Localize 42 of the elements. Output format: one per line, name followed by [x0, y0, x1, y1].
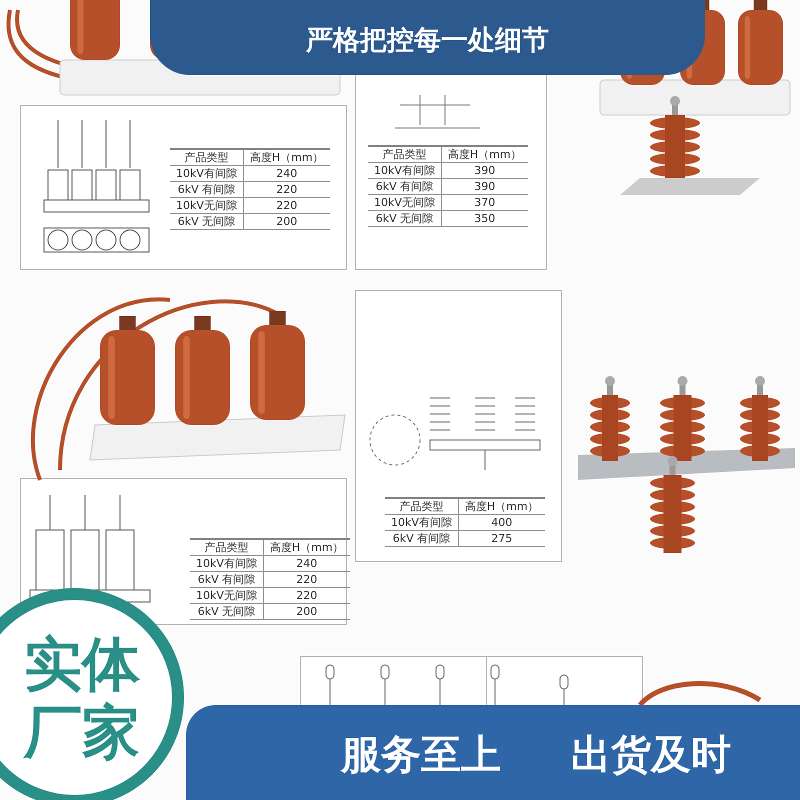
- table-cell: 10kV有间隙: [190, 556, 264, 572]
- table-cell: 200: [243, 214, 330, 230]
- table-cell: 220: [243, 182, 330, 198]
- slogan-text: 服务至上: [341, 731, 501, 780]
- table-cell: 6kV 无间隙: [368, 210, 442, 226]
- table-header-cell: 产品类型: [170, 149, 244, 166]
- table-header-cell: 产品类型: [190, 539, 264, 556]
- table-header-cell: 高度H（mm）: [458, 498, 545, 514]
- slogan-text: 出货及时: [571, 731, 731, 780]
- badge-circle: [0, 588, 184, 800]
- table-cell: 6kV 有间隙: [385, 530, 458, 546]
- table-header-cell: 产品类型: [385, 498, 458, 514]
- table-cell: 390: [441, 178, 528, 194]
- table-cell: 6kV 有间隙: [170, 182, 244, 198]
- table-cell: 275: [458, 530, 545, 546]
- table-cell: 10kV有间隙: [368, 162, 442, 178]
- table-cell: 220: [263, 588, 350, 604]
- table-cell: 220: [263, 572, 350, 588]
- table-cell: 220: [243, 198, 330, 214]
- table-cell: 390: [441, 162, 528, 178]
- table-header-cell: 高度H（mm）: [263, 539, 350, 556]
- table-cell: 10kV无间隙: [170, 198, 244, 214]
- table-header-cell: 产品类型: [368, 146, 442, 162]
- table-cell: 10kV无间隙: [190, 588, 264, 604]
- table-cell: 240: [243, 166, 330, 182]
- table-cell: 6kV 有间隙: [368, 178, 442, 194]
- badge-text: 实体厂家: [22, 630, 142, 766]
- table-cell: 6kV 无间隙: [170, 214, 244, 230]
- table-cell: 240: [263, 556, 350, 572]
- table-cell: 6kV 无间隙: [190, 604, 264, 620]
- table-cell: 350: [441, 210, 528, 226]
- table-cell: 370: [441, 194, 528, 210]
- table-header-cell: 高度H（mm）: [441, 146, 528, 162]
- table-cell: 10kV无间隙: [368, 194, 442, 210]
- table-header-cell: 高度H（mm）: [243, 149, 330, 166]
- table-cell: 10kV有间隙: [170, 166, 244, 182]
- banner-title: 严格把控每一处细节: [304, 24, 550, 58]
- table-cell: 200: [263, 604, 350, 620]
- table-cell: 10kV有间隙: [385, 514, 458, 530]
- slogan-bar: [186, 705, 800, 800]
- table-cell: 6kV 有间隙: [190, 572, 264, 588]
- table-cell: 400: [458, 514, 545, 530]
